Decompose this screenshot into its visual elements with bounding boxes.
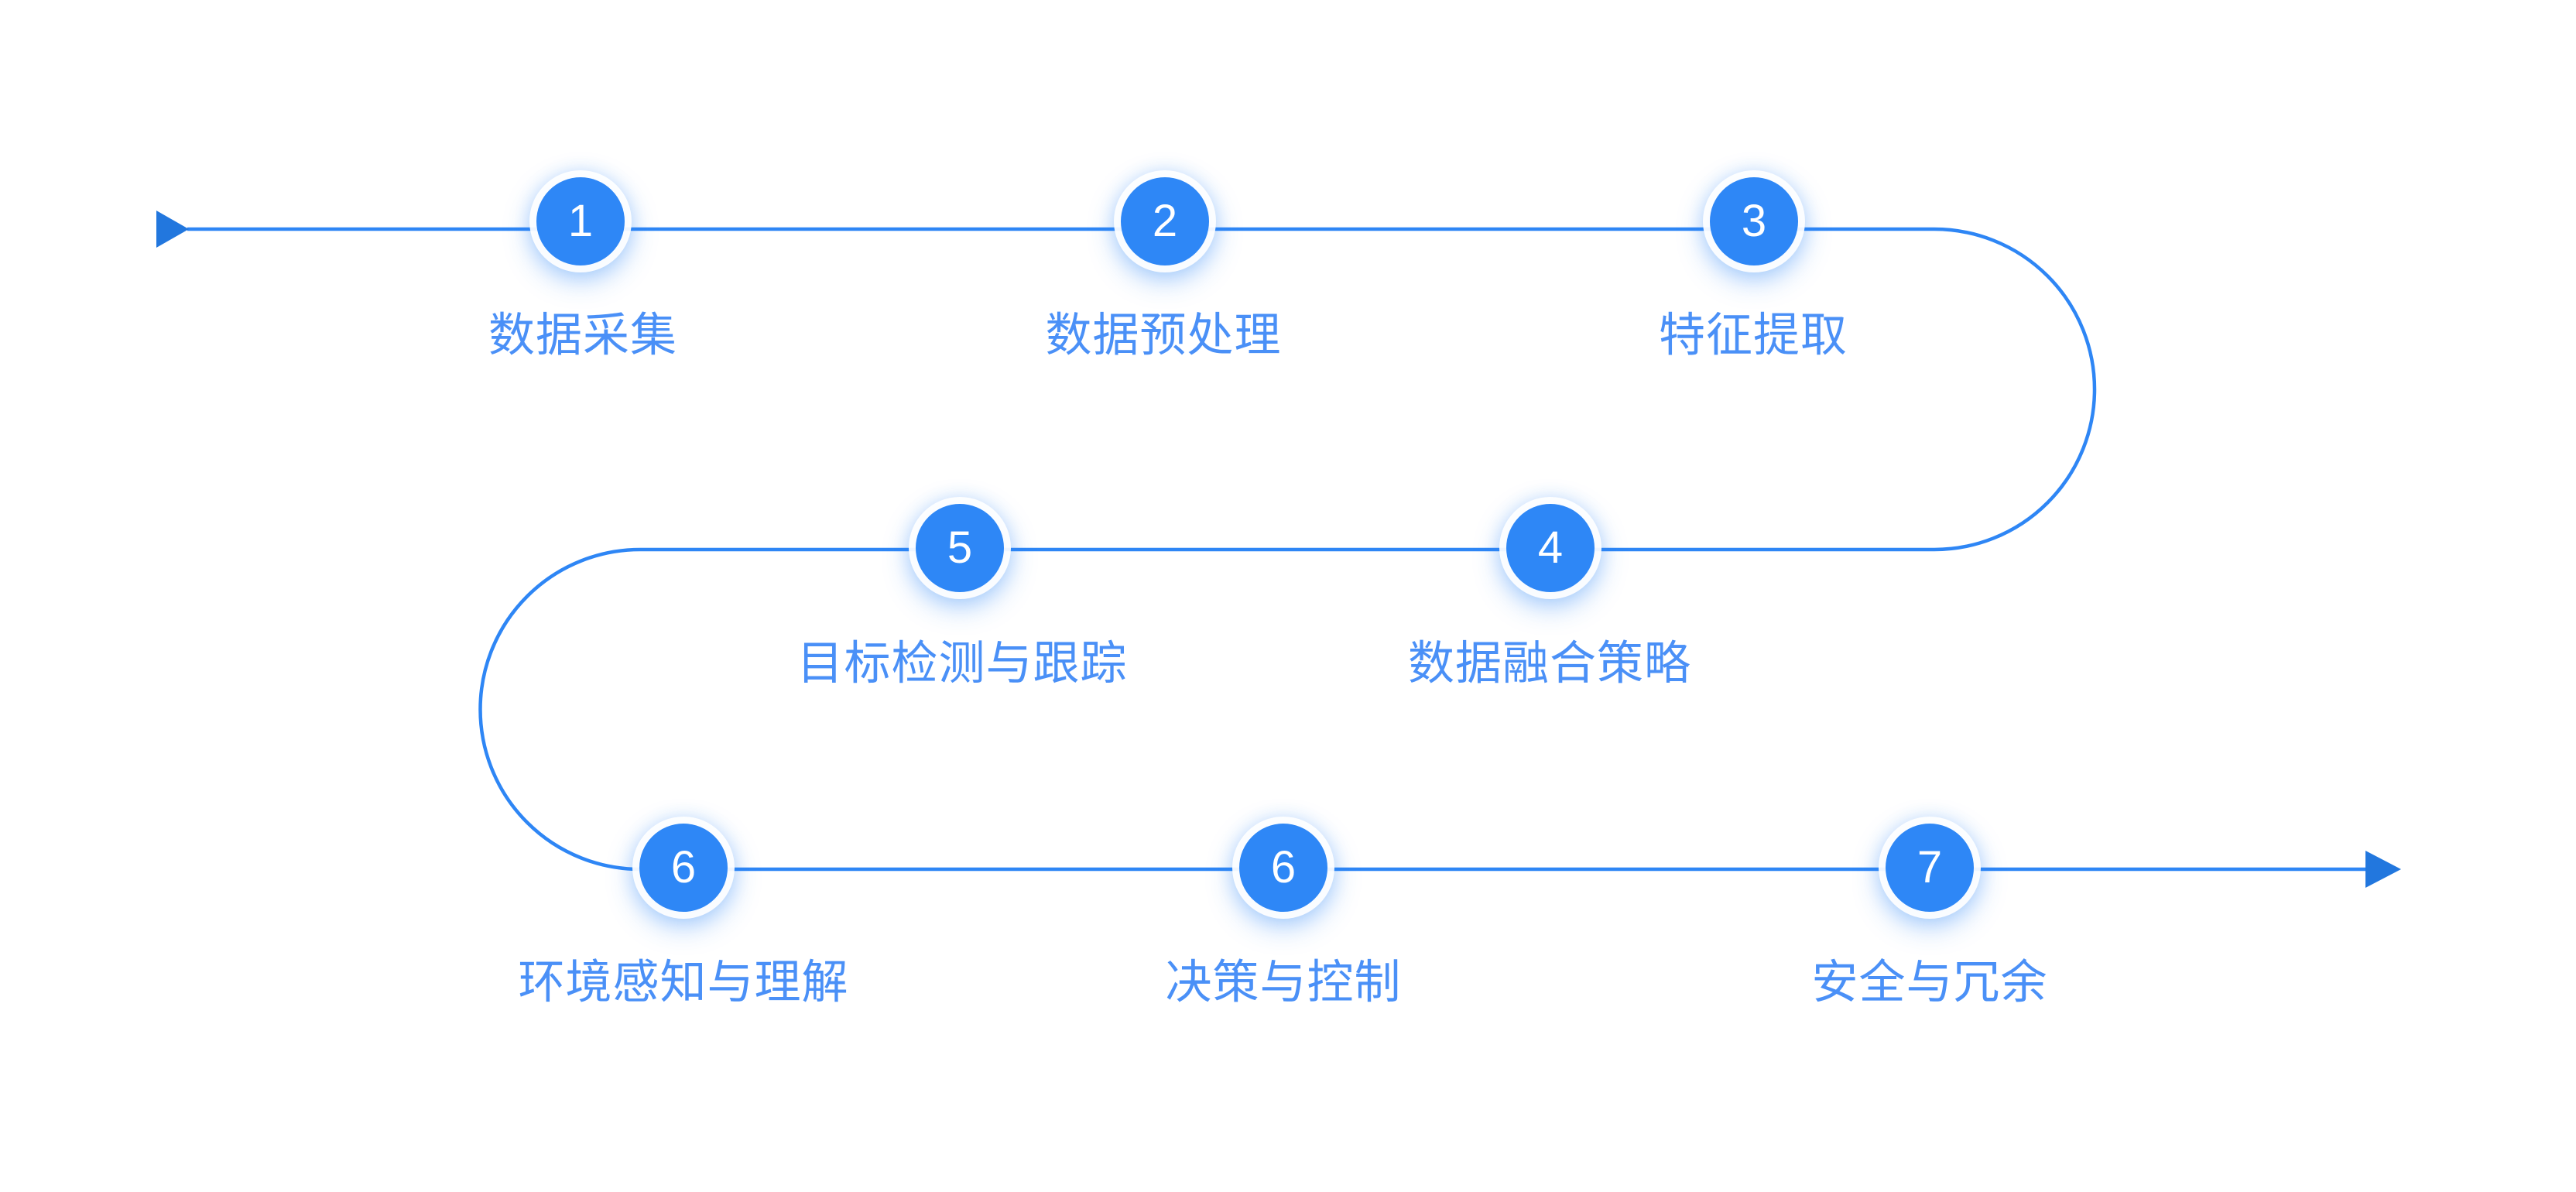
step-label-1: 数据采集 (488, 309, 677, 361)
step-number: 6 (1270, 842, 1297, 892)
step-label-6b: 决策与控制 (1165, 956, 1402, 1009)
step-label-3: 特征提取 (1659, 309, 1848, 361)
step-number: 1 (567, 196, 594, 246)
step-label-5: 目标检测与跟踪 (796, 637, 1128, 690)
step-label-4: 数据融合策略 (1408, 637, 1691, 690)
step-node-5: 5 (916, 504, 1004, 592)
step-node-3: 3 (1710, 177, 1798, 265)
step-label-6a: 环境感知与理解 (518, 956, 849, 1009)
step-node-6a: 6 (639, 824, 728, 912)
flow-path (187, 227, 2365, 872)
step-node-6b: 6 (1239, 824, 1327, 912)
step-number: 2 (1152, 196, 1178, 246)
start-arrow-icon (156, 211, 189, 248)
step-number: 7 (1917, 842, 1943, 892)
step-number: 5 (947, 522, 973, 573)
step-number: 3 (1741, 196, 1767, 246)
step-label-2: 数据预处理 (1045, 309, 1282, 361)
step-number: 4 (1537, 522, 1564, 573)
step-node-4: 4 (1506, 504, 1595, 592)
step-node-2: 2 (1121, 177, 1209, 265)
end-arrow-icon (2365, 851, 2401, 888)
step-node-1: 1 (536, 177, 625, 265)
step-node-7: 7 (1886, 824, 1974, 912)
step-label-7: 安全与冗余 (1811, 956, 2048, 1009)
step-number: 6 (670, 842, 697, 892)
